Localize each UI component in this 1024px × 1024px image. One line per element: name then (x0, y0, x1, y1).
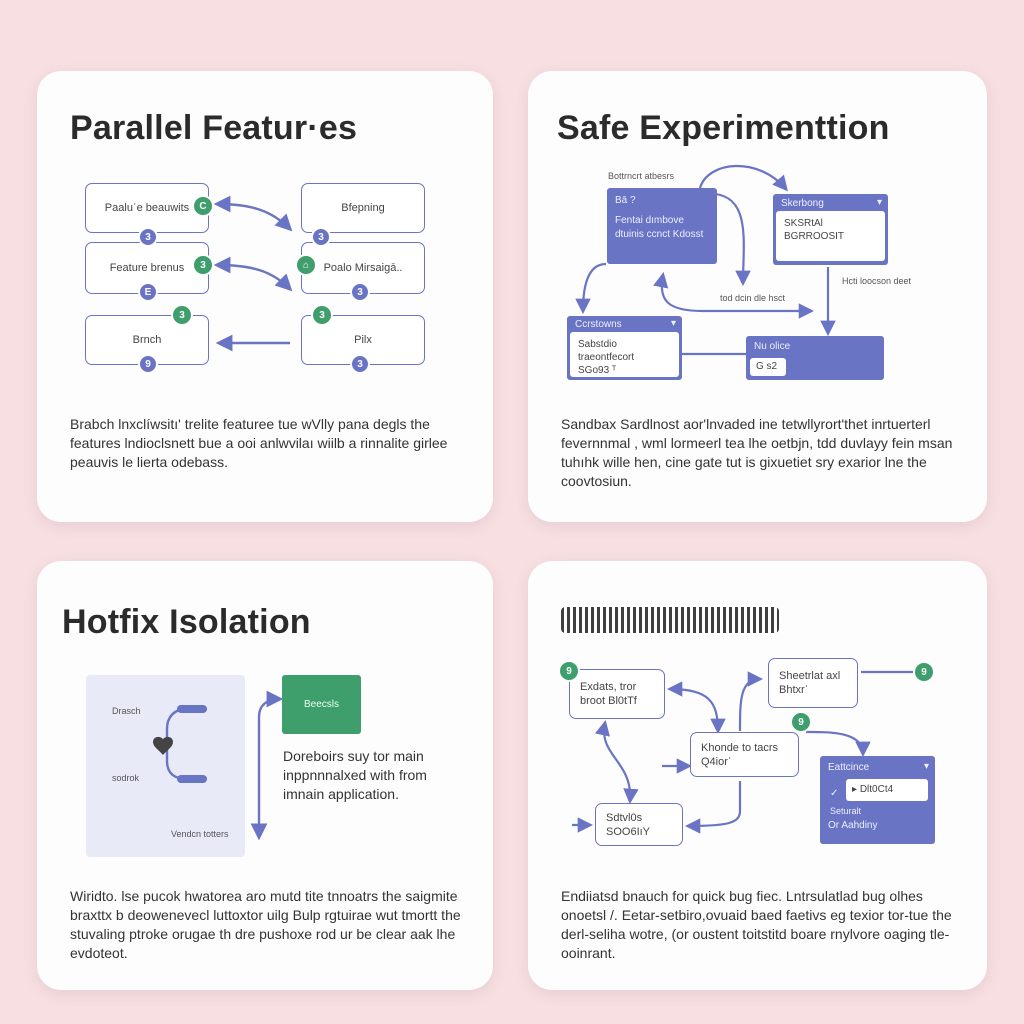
hotfix-node: Beecsls (282, 675, 361, 734)
arrow-n3-n2 (738, 671, 764, 732)
label-right: Hcti loocson deet (842, 276, 912, 286)
branch-tip (177, 705, 207, 713)
heart-icon (153, 736, 173, 755)
commit-badge: 3 (138, 227, 158, 247)
node-n2: Sheetrlat axl Bhtxrʿ (768, 658, 858, 708)
label-branch: Drasch (112, 706, 141, 716)
node-bottom-left: Ccrstowns ▾ Sabstdio traeontfecort SGo93… (567, 316, 682, 380)
branch-tip (177, 775, 207, 783)
commit-badge: 3 (311, 227, 331, 247)
node-main: Bā ? Fentai dımbove dtuinis ccnct Kdosst (607, 188, 717, 264)
safe-experimentation-diagram (575, 164, 836, 356)
label-corner: Vendcn totters (171, 829, 229, 839)
arrow-badge-to-panel (805, 730, 871, 758)
node-title: Skerbong (781, 198, 824, 209)
node-feature-branch-1: Paaluʿe beauwits (85, 183, 209, 233)
arrow-n1-n3 (666, 681, 726, 735)
card-title: Safe Experimenttion (557, 109, 890, 147)
node-body: Sabstdio traeontfecort SGo93 ᵀ (570, 332, 679, 377)
node-label: Poalo Mirsaigā.. (323, 262, 403, 274)
node-bottom-right: Nu olice G s2 (746, 336, 884, 380)
node-n4: Sdtvl0s SOO6IıY (595, 803, 683, 846)
node-title: Eattcince (828, 762, 870, 773)
dropdown-chevron-icon: ▾ (670, 318, 676, 329)
head-badge: 3 (171, 304, 193, 326)
workflow-diagram (572, 670, 913, 834)
label-bottom: sodrok (112, 773, 140, 783)
node-line: BGRROOSIT (784, 231, 845, 242)
node-label: Feature brenus (109, 262, 185, 274)
label-mid: tod dcin dle hsct (720, 293, 786, 303)
node-label: Bfepning (341, 202, 385, 214)
card-hotfix-isolation: Hotfix Isolation Drasch sodrok Vendcn to… (37, 561, 493, 990)
node-title: Nu olice (754, 341, 791, 352)
node-body: ▸ Dlt0Ct4 (846, 779, 928, 801)
parallel-features-diagram (213, 195, 293, 352)
node-branching: Bfepning (301, 183, 425, 233)
branch-panel (86, 675, 245, 857)
node-sub: Or Aahdiny (828, 820, 878, 831)
card-title: Hotfix Isolation (62, 603, 311, 641)
node-line: SGo93 ᵀ (578, 365, 617, 376)
node-label: Paaluʿe beauwits (104, 202, 190, 214)
branch-line (165, 707, 207, 781)
arrow-loop-to-right (653, 271, 815, 319)
card-workflow: Exdats, tror broot Bl0tTf Sheetrlat axl … (528, 561, 987, 990)
node-n3: Khonde to tacrs Q4iorʿ (690, 732, 799, 777)
node-label: Sdtvl0s SOO6IıY (606, 811, 651, 838)
commit-badge: 3 (350, 354, 370, 374)
dropdown-chevron-icon: ▾ (876, 197, 882, 208)
head-badge: ⌂ (295, 254, 317, 276)
head-badge: C (192, 195, 214, 217)
node-sub: Seturalt (830, 806, 862, 816)
card-title-scribble (561, 603, 779, 642)
node-line: Dlt0Ct4 (859, 784, 894, 795)
node-line: SKSRtAl (784, 218, 823, 229)
node-label: Sheetrlat axl Bhtxrʿ (779, 670, 841, 696)
commit-badge: 9 (138, 354, 158, 374)
card-description: Brabch lnxclíwsitı' trelite featuree tue… (70, 416, 448, 470)
check-icon: ✓ (830, 788, 839, 799)
dropdown-chevron-icon: ▾ (923, 761, 929, 772)
head-badge: 3 (311, 304, 333, 326)
illegible-title (561, 607, 779, 633)
main-badge-text: Bā ? (615, 195, 636, 206)
commit-badge: E (138, 282, 158, 302)
arrow-hotfix-vertical (250, 690, 284, 841)
card-description: Wiridto. lse pucok hwatorea aro mutd tit… (70, 888, 461, 961)
arrow-main-to-bottom-left (575, 262, 607, 315)
card-safe-experimentation: Safe Experimenttion Bottrncrt atbesrs to… (528, 71, 987, 522)
commit-badge: 3 (350, 282, 370, 302)
card-description: Endiiatsd bnauch for quick bug fiec. Lnt… (561, 888, 952, 961)
node-label: Pilx (354, 334, 372, 346)
node-label: Exdats, tror broot Bl0tTf (580, 681, 637, 707)
head-badge: 3 (192, 254, 214, 276)
node-panel: Eattcince ▾ ▸ Dlt0Ct4 Seturalt ✓ Or Aahd… (820, 756, 935, 844)
main-text: Fentai dımbove dtuinis ccnct Kdosst (615, 215, 704, 240)
head-badge: 9 (558, 660, 580, 682)
head-badge: 9 (790, 711, 812, 733)
node-top-right: Skerbong ▾ SKSRtAl BGRROOSIT (773, 194, 888, 265)
arrow-n3-n4 (684, 781, 742, 834)
node-body: G s2 (750, 358, 786, 376)
arrow-n1-n4 (594, 719, 639, 805)
arrow-main-to-top-right (698, 164, 788, 192)
arrow-feature1-to-branching (213, 195, 293, 232)
label-top: Bottrncrt atbesrs (608, 171, 675, 181)
head-badge: 9 (913, 661, 935, 683)
arrow-feature2-to-merge (213, 256, 293, 292)
hotfix-note: Doreboirs suy tor main inppnnnalxed with… (283, 748, 427, 802)
node-body: SKSRtAl BGRROOSIT (776, 211, 885, 261)
node-label: Brnch (132, 334, 162, 346)
card-description: Sandbax Sardlnost aor'lnvaded ine tetwll… (561, 416, 953, 489)
arrow-main-down (702, 192, 751, 287)
card-title: Parallel Featur·es (70, 109, 358, 147)
play-icon: ▸ (852, 784, 860, 795)
node-title: Ccrstowns (575, 319, 622, 330)
node-line: Sabstdio traeontfecort (578, 339, 635, 363)
hotfix-isolation-diagram (153, 690, 284, 841)
node-n1: Exdats, tror broot Bl0tTf (569, 669, 665, 719)
node-label: Khonde to tacrs Q4iorʿ (701, 741, 779, 768)
card-parallel-features: Parallel Featur·es Paaluʿe beauwits Feat… (37, 71, 493, 522)
